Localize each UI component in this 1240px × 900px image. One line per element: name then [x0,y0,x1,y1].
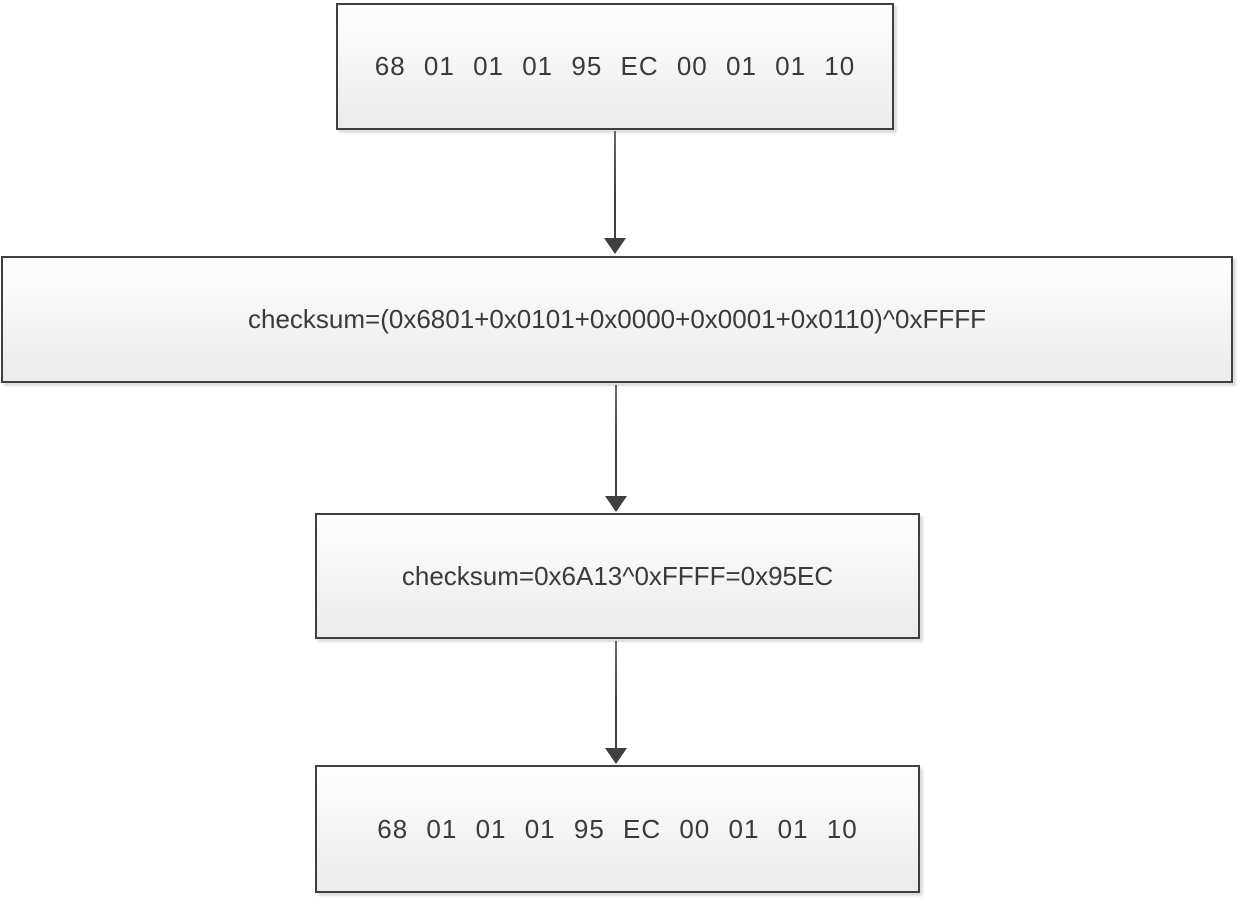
arrowhead-down-icon [605,496,627,512]
connector-arrow-3 [604,641,628,764]
arrow-shaft [615,385,617,499]
flow-node-checksum-result: checksum=0x6A13^0xFFFF=0x95EC [315,513,920,639]
connector-arrow-1 [603,131,627,254]
flow-node-frame-bottom-label: 68 01 01 01 95 EC 00 01 01 10 [377,813,858,844]
arrowhead-down-icon [604,238,626,254]
flow-node-frame-top: 68 01 01 01 95 EC 00 01 01 10 [336,3,894,130]
flow-node-frame-top-label: 68 01 01 01 95 EC 00 01 01 10 [374,51,856,81]
flow-node-frame-bottom: 68 01 01 01 95 EC 00 01 01 10 [315,765,920,893]
connector-arrow-2 [604,385,628,512]
arrowhead-down-icon [605,748,627,764]
flow-node-checksum-result-label: checksum=0x6A13^0xFFFF=0x95EC [401,560,834,591]
arrow-shaft [615,641,617,751]
flow-node-checksum-formula-label: checksum=(0x6801+0x0101+0x0000+0x0001+0x… [247,304,987,334]
flow-node-checksum-formula: checksum=(0x6801+0x0101+0x0000+0x0001+0x… [1,256,1233,383]
arrow-shaft [614,131,616,241]
